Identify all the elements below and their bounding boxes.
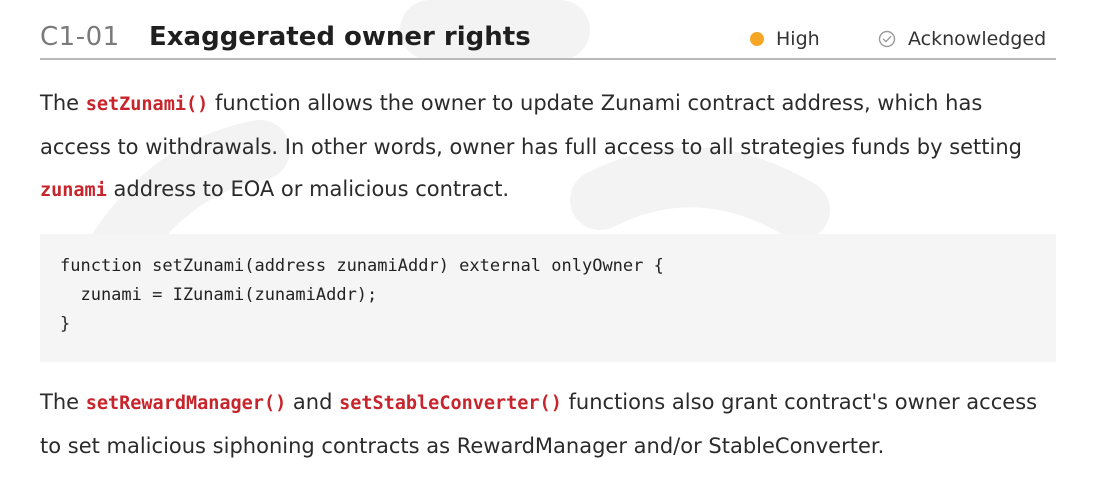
code-line: function setZunami(address zunamiAddr) e… <box>60 256 664 276</box>
severity-dot-icon <box>750 32 764 46</box>
code-block: function setZunami(address zunamiAddr) e… <box>40 234 1056 362</box>
paragraph-text: The <box>40 91 86 115</box>
finding-id: C1-01 <box>40 22 120 52</box>
code-line: } <box>60 314 71 334</box>
status-badge: Acknowledged <box>878 27 1046 51</box>
paragraph-text: functions also grant contract's owner ac… <box>40 390 1038 458</box>
inline-code-setrewardmanager: setRewardManager() <box>85 393 287 414</box>
check-circle-icon <box>878 30 896 48</box>
paragraph-text: and <box>286 390 340 414</box>
status-label: Acknowledged <box>908 28 1047 50</box>
code-line: zunami = IZunami(zunamiAddr); <box>60 285 378 305</box>
additional-paragraph: The setRewardManager() and setStableConv… <box>40 381 1056 467</box>
paragraph-text: The <box>40 390 86 414</box>
severity-label: High <box>776 28 820 50</box>
finding-title: Exaggerated owner rights <box>149 22 531 52</box>
description-paragraph: The setZunami() function allows the owne… <box>40 82 1056 212</box>
inline-code-setzunami: setZunami() <box>85 94 209 115</box>
inline-code-setstableconverter: setStableConverter() <box>339 393 562 414</box>
severity-badge: High <box>750 27 820 51</box>
paragraph-text: address to EOA or malicious contract. <box>106 177 510 201</box>
finding-header: C1-01 Exaggerated owner rights High Ackn… <box>40 18 1056 60</box>
inline-code-zunami: zunami <box>40 180 107 201</box>
